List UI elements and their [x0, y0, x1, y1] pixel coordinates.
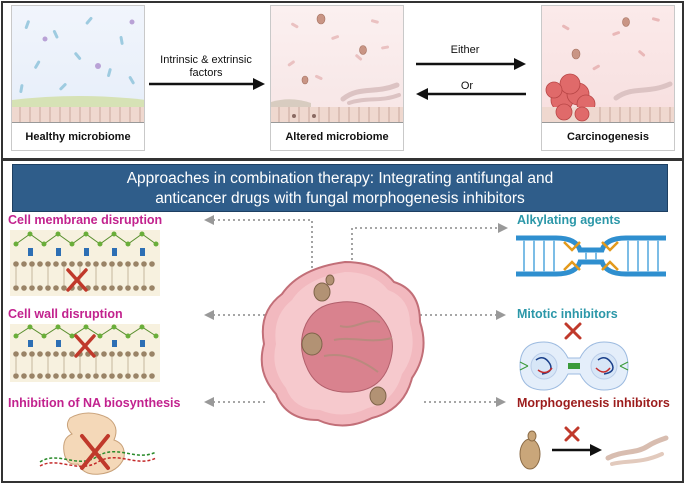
banner-line-1: Approaches in combination therapy: Integ…	[126, 170, 554, 187]
carcinogenesis-panel: Carcinogenesis	[541, 5, 675, 151]
hyphae-icon	[605, 435, 669, 461]
cell-wall-disruption-title: Cell wall disruption	[8, 307, 123, 321]
altered-microbiome-illustration	[271, 13, 403, 124]
cell-wall-illustration	[10, 324, 160, 382]
inhibit-x-icon	[80, 434, 110, 470]
left-arrow-icon	[416, 88, 526, 100]
na-biosynthesis-inhibition-title: Inhibition of NA biosynthesis	[8, 396, 181, 410]
carcinogenesis-label: Carcinogenesis	[542, 122, 674, 150]
inhibit-x-icon	[66, 268, 88, 292]
tumor-cell	[260, 260, 425, 427]
right-arrow-icon	[552, 444, 602, 456]
morphogenesis-inhibitors-illustration	[519, 426, 669, 470]
mitotic-inhibitors-title: Mitotic inhibitors	[517, 307, 618, 321]
right-arrow-icon	[416, 58, 526, 70]
banner-line-2: anticancer drugs with fungal morphogenes…	[155, 190, 525, 207]
alkylating-agents-title: Alkylating agents	[517, 213, 621, 227]
inhibit-x-icon	[564, 322, 582, 340]
morphogenesis-inhibitors-title: Morphogenesis inhibitors	[517, 396, 670, 410]
yeast-cell-icon	[519, 430, 541, 470]
combination-therapy-banner: Approaches in combination therapy: Integ…	[12, 164, 668, 212]
carcinogenesis-illustration	[542, 17, 674, 124]
cell-membrane-illustration	[10, 230, 160, 296]
intrinsic-extrinsic-factors-label: Intrinsic & extrinsic factors	[160, 54, 252, 79]
healthy-microbiome-illustration	[12, 16, 144, 124]
cell-membrane-disruption-title: Cell membrane disruption	[8, 213, 163, 227]
inhibit-x-icon	[74, 334, 96, 358]
inhibit-x-icon	[564, 426, 580, 442]
healthy-microbiome-panel: Healthy microbiome	[11, 5, 145, 151]
altered-microbiome-label: Altered microbiome	[271, 122, 403, 150]
healthy-microbiome-label: Healthy microbiome	[12, 122, 144, 150]
alkylating-dna-illustration	[516, 235, 666, 277]
dotted-arrow-up-right	[351, 227, 500, 260]
altered-microbiome-panel: Altered microbiome	[270, 5, 404, 151]
na-biosynthesis-illustration	[39, 412, 157, 475]
or-label: Or	[460, 80, 474, 92]
mitotic-inhibitors-illustration	[519, 322, 629, 391]
right-arrow-icon	[149, 78, 265, 90]
either-label: Either	[450, 44, 480, 56]
